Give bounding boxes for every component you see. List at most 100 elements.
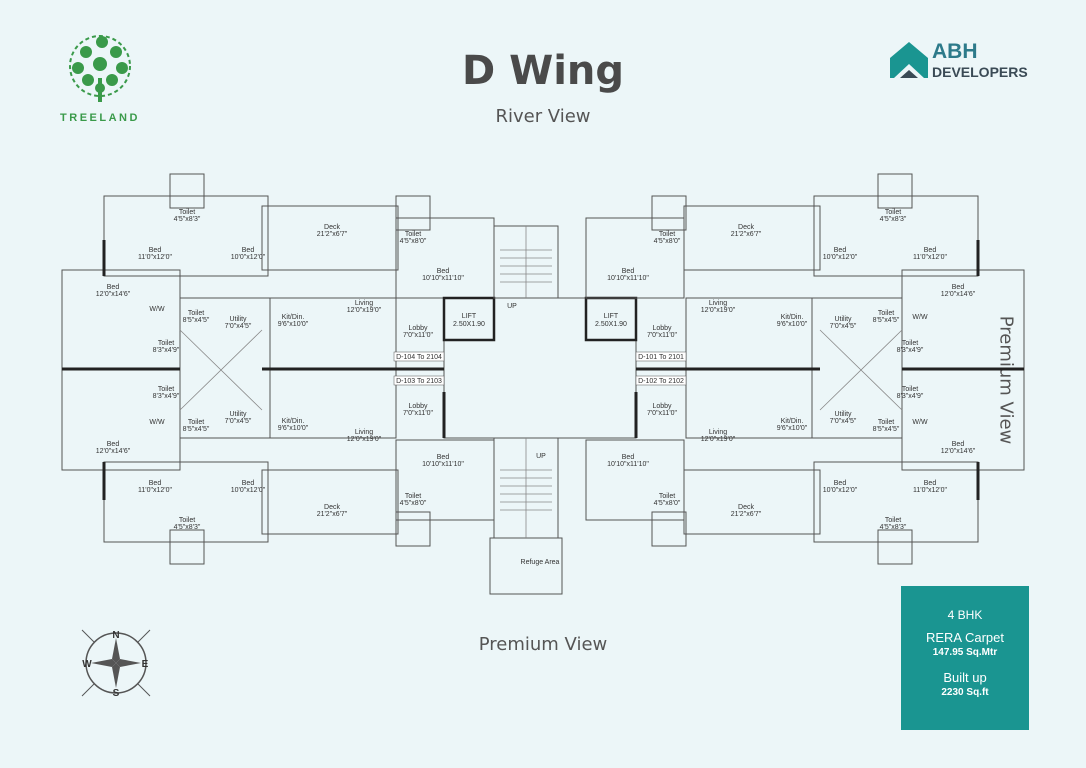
bed-dim: 11'0"x12'0" (913, 254, 947, 261)
toilet-label: Toilet (659, 493, 675, 500)
flat-label-d103: D-103 To 2103 (396, 378, 442, 385)
kitchen-label: Kit/Din. (282, 418, 305, 425)
stair-up-bottom: UP (536, 453, 546, 460)
abh-logo-icon (890, 42, 928, 78)
bed-label: Bed (437, 454, 450, 461)
toilet-dim: 8'3"x4'9" (897, 347, 924, 354)
flat-label-d102: D-102 To 2102 (638, 378, 684, 385)
compass-w: W (82, 659, 92, 670)
toilet-dim: 8'5"x4'5" (183, 426, 210, 433)
kitchen-dim: 9'6"x10'0" (777, 425, 808, 432)
toilet-dim: 8'5"x4'5" (183, 317, 210, 324)
compass-s: S (113, 688, 120, 698)
flat-label-d104: D-104 To 2104 (396, 354, 442, 361)
bed-label: Bed (242, 247, 255, 254)
toilet-label: Toilet (659, 231, 675, 238)
toilet-label: Toilet (179, 209, 195, 216)
utility-label: Utility (229, 316, 247, 323)
toilet-dim: 8'3"x4'9" (897, 393, 924, 400)
stair-up-top: UP (507, 303, 517, 310)
deck-dim: 21'2"x6'7" (731, 231, 762, 238)
developer-name: ABH (932, 40, 978, 63)
living-dim: 12'0"x19'0" (347, 307, 382, 314)
utility-dim: 7'0"x4'5" (830, 418, 857, 425)
page-title: D Wing (461, 48, 625, 94)
toilet-dim: 4'5"x8'0" (654, 238, 681, 245)
toilet-dim: 8'5"x4'5" (873, 426, 900, 433)
lobby-dim: 7'0"x11'0" (403, 410, 434, 417)
bed-label: Bed (107, 441, 120, 448)
bed-label: Bed (622, 454, 635, 461)
bed-dim: 12'0"x14'6" (96, 448, 131, 455)
bed-dim: 11'0"x12'0" (138, 254, 172, 261)
wardrobe-label: W/W (149, 419, 165, 426)
lobby-label: Lobby (408, 403, 428, 410)
utility-dim: 7'0"x4'5" (225, 418, 252, 425)
kitchen-label: Kit/Din. (781, 314, 804, 321)
living-label: Living (709, 429, 727, 436)
builtup-label: Built up (943, 670, 987, 685)
bed-label: Bed (149, 480, 162, 487)
developer-subtitle: DEVELOPERS (932, 64, 1028, 80)
toilet-label: Toilet (405, 493, 421, 500)
living-label: Living (355, 429, 373, 436)
top-view-label: River View (495, 106, 591, 127)
bed-label: Bed (924, 480, 937, 487)
lift-size-left: 2.50X1.90 (453, 321, 485, 328)
carpet-label: RERA Carpet (925, 630, 1005, 645)
toilet-label: Toilet (188, 310, 204, 317)
treeland-wordmark: TREELAND (60, 112, 140, 124)
toilet-label: Toilet (902, 386, 918, 393)
toilet-label: Toilet (885, 517, 901, 524)
bed-dim: 11'0"x12'0" (138, 487, 172, 494)
bed-label: Bed (242, 480, 255, 487)
lobby-label: Lobby (652, 325, 672, 332)
lobby-dim: 7'0"x11'0" (403, 332, 434, 339)
deck-label: Deck (738, 504, 754, 511)
utility-label: Utility (229, 411, 247, 418)
bed-label: Bed (924, 247, 937, 254)
kitchen-label: Kit/Din. (781, 418, 804, 425)
toilet-dim: 8'5"x4'5" (873, 317, 900, 324)
utility-dim: 7'0"x4'5" (225, 323, 252, 330)
bed-dim: 10'0"x12'0" (231, 487, 266, 494)
compass-n: N (112, 630, 119, 641)
toilet-dim: 4'5"x8'3" (174, 524, 201, 531)
utility-label: Utility (834, 411, 852, 418)
bed-dim: 12'0"x14'6" (941, 291, 976, 298)
bed-dim: 10'10"x11'10" (422, 275, 464, 282)
living-dim: 12'0"x19'0" (347, 436, 382, 443)
lift-size-right: 2.50X1.90 (595, 321, 627, 328)
bottom-view-label: Premium View (478, 634, 608, 655)
deck-label: Deck (738, 224, 754, 231)
deck-dim: 21'2"x6'7" (731, 511, 762, 518)
compass-icon: N S W E (81, 629, 151, 698)
builtup-value: 2230 Sq.ft (941, 687, 989, 698)
bed-dim: 12'0"x14'6" (96, 291, 131, 298)
toilet-label: Toilet (158, 386, 174, 393)
living-label: Living (355, 300, 373, 307)
toilet-label: Toilet (179, 517, 195, 524)
bed-label: Bed (622, 268, 635, 275)
toilet-label: Toilet (878, 419, 894, 426)
bed-label: Bed (437, 268, 450, 275)
toilet-dim: 4'5"x8'0" (400, 238, 427, 245)
toilet-dim: 4'5"x8'3" (880, 524, 907, 531)
toilet-label: Toilet (188, 419, 204, 426)
wardrobe-label: W/W (912, 419, 928, 426)
lobby-label: Lobby (408, 325, 428, 332)
toilet-label: Toilet (885, 209, 901, 216)
bed-dim: 12'0"x14'6" (941, 448, 976, 455)
lobby-dim: 7'0"x11'0" (647, 410, 678, 417)
bed-label: Bed (834, 480, 847, 487)
bed-dim: 10'10"x11'10" (607, 275, 649, 282)
refuge-area-label: Refuge Area (521, 559, 560, 566)
kitchen-dim: 9'6"x10'0" (278, 321, 309, 328)
living-label: Living (709, 300, 727, 307)
utility-dim: 7'0"x4'5" (830, 323, 857, 330)
toilet-label: Toilet (902, 340, 918, 347)
lobby-label: Lobby (652, 403, 672, 410)
compass-e: E (142, 659, 149, 670)
bed-dim: 10'0"x12'0" (823, 487, 858, 494)
